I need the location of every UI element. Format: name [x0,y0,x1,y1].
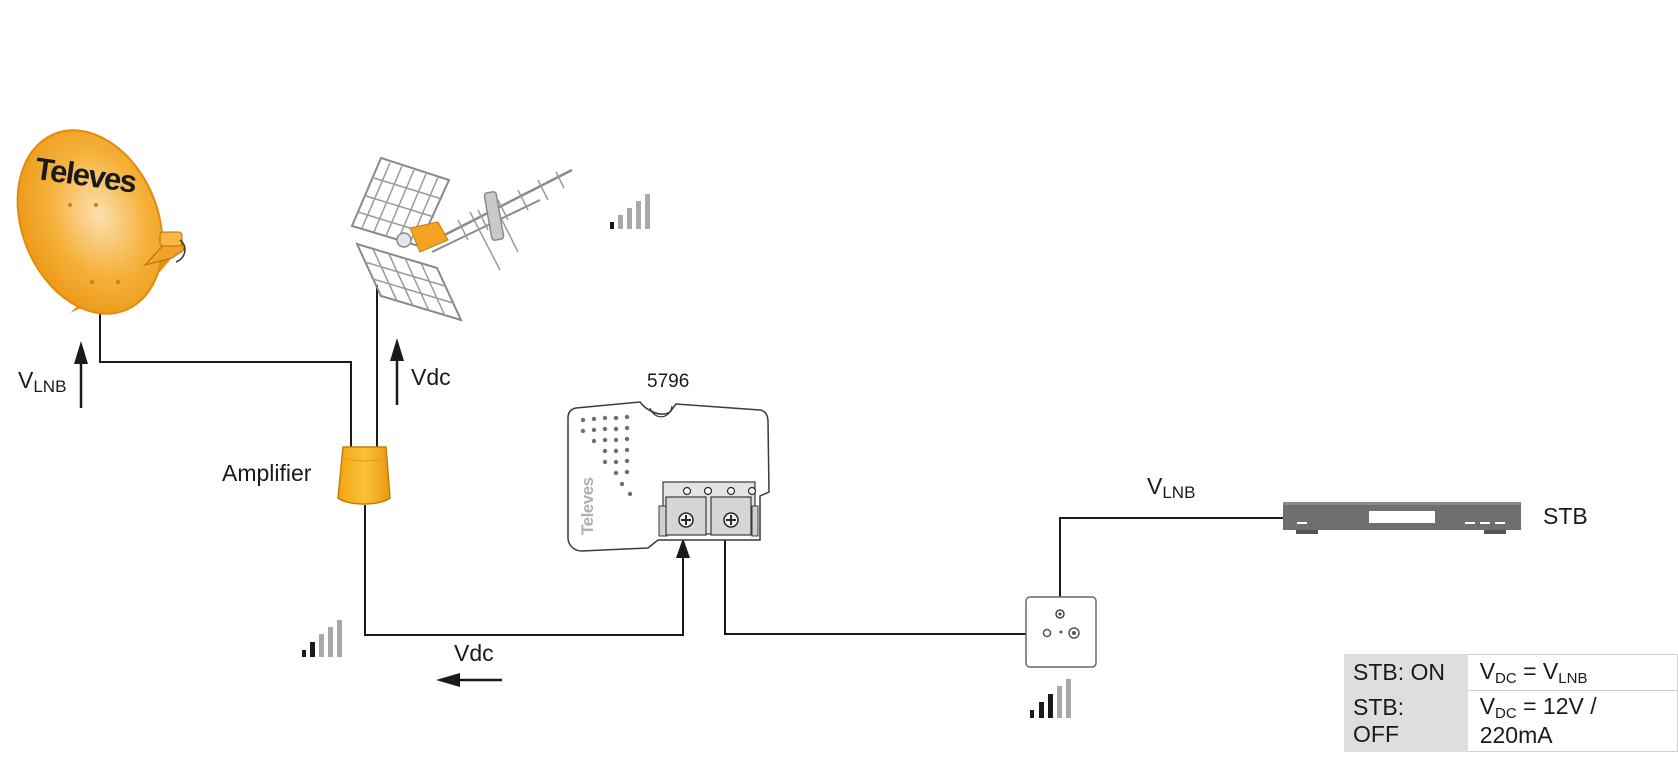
arrows [74,338,690,687]
amplifier-icon [337,446,391,505]
power-supply-brand: Televes [578,477,597,535]
table-row: STB: ON VDC = VLNB [1344,654,1678,691]
arrow-up-vlnb [74,341,88,408]
signal-strength-icon-top [610,194,650,229]
signal-strength-icon-outlet [1030,679,1071,718]
state-value: VDC = VLNB [1466,654,1678,691]
vdc-bottom-label: Vdc [454,640,494,666]
terrestrial-antenna-icon [350,156,573,322]
arrow-left-vdc [436,673,502,687]
power-supply-icon: Televes [567,401,770,552]
cable-dish-to-amplifier [99,305,352,447]
signal-strength-icon-amplifier [302,620,342,657]
set-top-box-icon [1283,502,1521,534]
vlnb-stb-label: VLNB [1147,473,1196,502]
arrow-up-power-supply-input [676,538,690,558]
vdc-antenna-label: Vdc [411,364,451,390]
stb-label: STB [1543,503,1588,529]
state-value: VDC = 12V / 220mA [1466,690,1678,752]
state-key: STB: OFF [1344,690,1468,752]
state-key: STB: ON [1344,654,1468,691]
stb-state-table: STB: ON VDC = VLNB STB: OFF VDC = 12V / … [1344,654,1678,752]
arrow-up-vdc-antenna [390,338,404,405]
cable-outlet-to-stb [1059,517,1283,612]
vent-holes [580,414,633,497]
power-supply-ref-label: 5796 [647,371,690,392]
cable-amplifier-to-power-supply [364,505,684,636]
satellite-dish-icon: Televes [16,129,186,315]
amplifier-label: Amplifier [222,460,312,486]
table-row: STB: OFF VDC = 12V / 220mA [1344,690,1678,752]
cable-power-supply-to-outlet [724,535,1027,635]
cables [99,285,1283,636]
vlnb-label: VLNB [18,367,67,396]
wall-outlet-icon [1025,596,1097,668]
